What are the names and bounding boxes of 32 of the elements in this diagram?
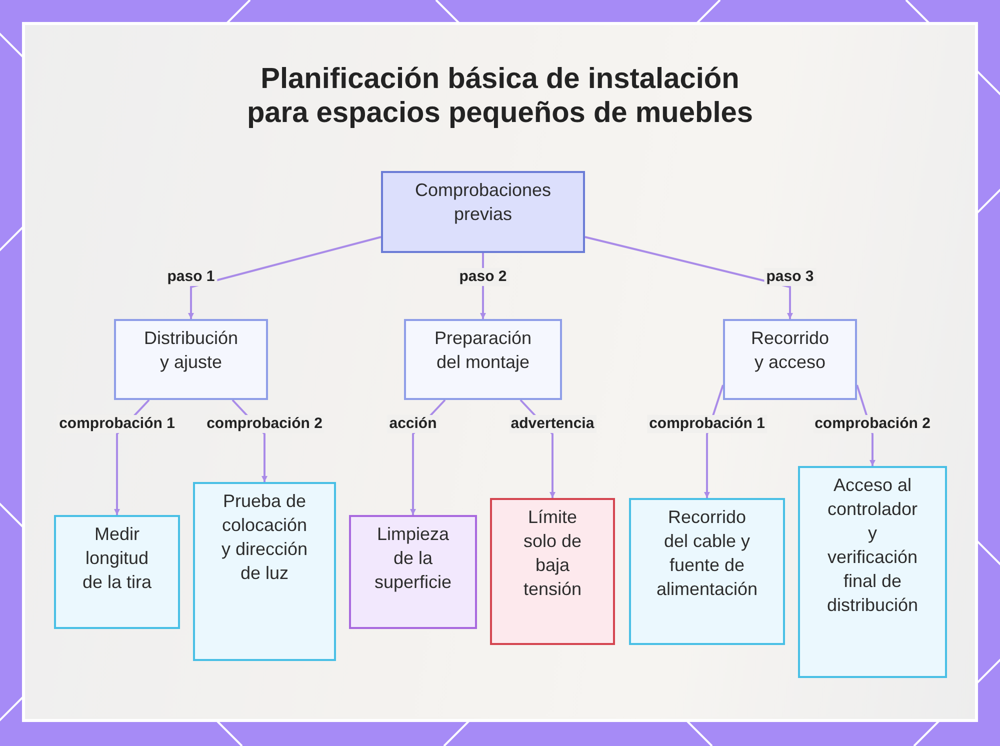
connector-arrow bbox=[584, 236, 793, 319]
box-text: Distribución y ajuste bbox=[142, 327, 240, 374]
step-box bbox=[114, 319, 268, 400]
box-text: Comprobaciones previas bbox=[414, 179, 552, 226]
edge-label: comprobación 2 bbox=[812, 415, 932, 433]
edge-label: advertencia bbox=[508, 415, 596, 433]
box-text: Acceso al controlador y verificación final de distribución bbox=[826, 474, 920, 617]
task-box bbox=[629, 498, 785, 645]
box-text: Límite solo de baja tensión bbox=[522, 506, 583, 601]
box-text: Preparación del montaje bbox=[433, 327, 533, 374]
edge-label: comprobación 1 bbox=[57, 415, 177, 433]
edge-label: comprobación 2 bbox=[204, 415, 324, 433]
diagram-title: Planificación básica de instalación para espacios pequeños de muebles bbox=[246, 62, 754, 130]
task-box bbox=[54, 515, 180, 629]
edge-label: comprobación 1 bbox=[647, 415, 767, 433]
task-box bbox=[798, 466, 947, 678]
root-box bbox=[381, 171, 585, 253]
box-text: Recorrido del cable y fuente de alimentación bbox=[655, 506, 759, 601]
action-box bbox=[349, 515, 477, 629]
edge-label: acción bbox=[387, 415, 439, 433]
step-box bbox=[404, 319, 562, 400]
step-box bbox=[723, 319, 857, 400]
edge-label: paso 2 bbox=[457, 268, 509, 286]
edge-label: paso 3 bbox=[764, 268, 816, 286]
warning-box bbox=[490, 498, 615, 645]
task-box bbox=[193, 482, 336, 661]
edge-label: paso 1 bbox=[165, 268, 217, 286]
box-text: Limpieza de la superficie bbox=[373, 523, 453, 594]
connector-arrow bbox=[188, 236, 382, 319]
box-text: Recorrido y acceso bbox=[750, 327, 830, 374]
box-text: Medir longitud de la tira bbox=[81, 523, 153, 594]
box-text: Prueba de colocación y dirección de luz bbox=[220, 490, 309, 585]
